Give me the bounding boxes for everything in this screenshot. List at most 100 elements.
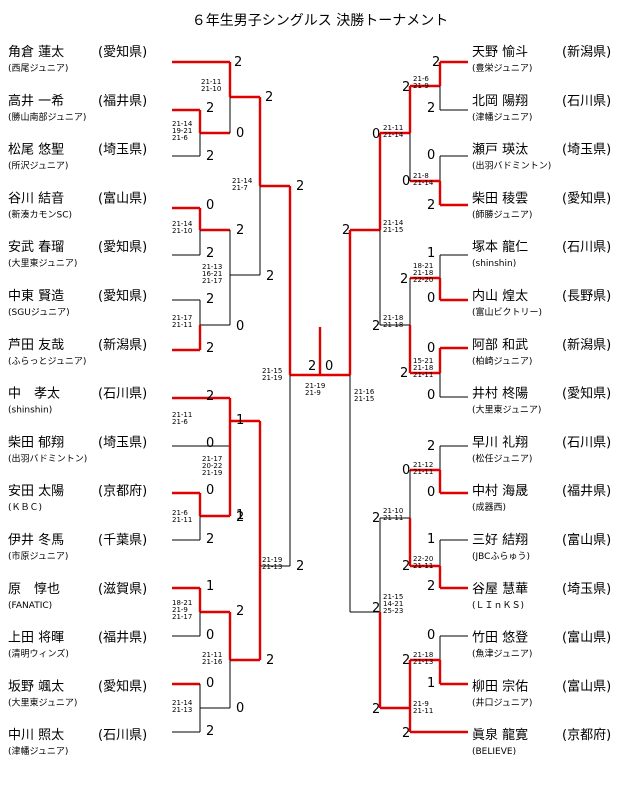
player-club: (市原ジュニア) — [8, 550, 68, 562]
win-count: 0 — [206, 628, 214, 643]
set-score: 21-17 — [172, 613, 192, 621]
player-club: (西尾ジュニア) — [8, 63, 68, 74]
set-score: 21-11 — [172, 321, 192, 329]
set-score: 21-6 — [172, 134, 188, 142]
player-name: 瀬戸 瑛汰 — [472, 143, 528, 158]
player-prefecture: (石川県) — [562, 435, 611, 450]
set-score: 21-19 — [262, 556, 282, 564]
set-score: 21-11 — [413, 562, 433, 570]
set-score: 21-19 — [202, 469, 222, 477]
player-name: 井村 柊陽 — [472, 386, 528, 402]
player-name: 高井 一希 — [8, 93, 64, 109]
win-count: 2 — [372, 702, 380, 717]
player-name: 上田 将暉 — [8, 631, 64, 646]
set-score: 21-11 — [172, 411, 192, 419]
player-club: (柏崎ジュニア) — [472, 355, 532, 367]
set-score: 21-9 — [413, 82, 429, 90]
final-set-score: 21-19 — [305, 382, 325, 390]
win-count: 2 — [427, 101, 435, 116]
player-prefecture: (愛知県) — [562, 386, 611, 402]
win-count: 0 — [402, 174, 410, 189]
set-score: 14-21 — [383, 600, 403, 608]
set-score: 21-19 — [262, 374, 282, 382]
player-prefecture: (埼玉県) — [98, 435, 147, 450]
player-prefecture: (新潟県) — [98, 337, 147, 353]
set-score: 21-14 — [232, 177, 253, 185]
set-score: 21-9 — [413, 700, 429, 708]
win-count: 2 — [402, 726, 410, 741]
player-prefecture: (滋賀県) — [98, 582, 147, 597]
set-score: 21-14 — [172, 220, 193, 228]
player-name: 中 孝太 — [8, 387, 60, 402]
win-count: 2 — [206, 389, 214, 404]
player-prefecture: (愛知県) — [98, 239, 147, 255]
win-count: 0 — [372, 127, 380, 142]
win-count: 2 — [206, 532, 214, 547]
player-prefecture: (千葉県) — [98, 533, 147, 548]
player-club: (ＬＩｎＫＳ) — [472, 601, 524, 611]
win-count: 0 — [206, 483, 214, 498]
win-count: 0 — [206, 676, 214, 691]
win-count: 1 — [206, 579, 214, 594]
player-name: 安武 春瑠 — [8, 240, 64, 255]
player-name: 早川 礼翔 — [472, 434, 528, 450]
set-score: 21-18 — [413, 269, 433, 277]
player-name: 松尾 悠聖 — [8, 143, 64, 158]
set-score: 21-15 — [354, 395, 374, 403]
player-club: (師勝ジュニア) — [472, 208, 532, 220]
set-score: 21-8 — [413, 172, 429, 180]
player-prefecture: (福井県) — [98, 631, 147, 646]
final-win-count: 0 — [325, 359, 333, 374]
player-club: (清明ウィンズ) — [8, 648, 69, 660]
player-club: (ふらっとジュニア) — [8, 356, 86, 367]
set-score: 21-18 — [413, 364, 433, 372]
set-score: 21-14 — [172, 120, 193, 128]
set-score: 21-14 — [383, 131, 404, 139]
win-count: 2 — [265, 90, 273, 105]
win-count: 0 — [427, 148, 435, 163]
win-count: 2 — [234, 55, 242, 70]
player-club: (富山ビクトリー) — [472, 306, 542, 318]
player-prefecture: (埼玉県) — [562, 143, 611, 158]
set-score: 22-20 — [413, 276, 433, 284]
player-club: (SGUジュニア) — [8, 308, 70, 318]
set-score: 16-21 — [202, 270, 222, 278]
bracket-labels: 角倉 蓮太(愛知県)(西尾ジュニア)天野 愉斗(新潟県)(豊栄ジュニア)高井 一… — [8, 44, 611, 757]
set-score: 21-10 — [172, 227, 192, 235]
player-name: 原 惇也 — [8, 581, 60, 597]
set-score: 21-9 — [172, 606, 188, 614]
bracket-lines — [172, 60, 468, 734]
player-name: 内山 煌太 — [472, 288, 528, 304]
win-count: 2 — [427, 579, 435, 594]
set-score: 21-14 — [413, 179, 434, 187]
set-score: 21-14 — [383, 219, 404, 227]
win-count: 2 — [432, 55, 440, 70]
final-win-count: 2 — [308, 359, 316, 374]
set-score: 21-10 — [383, 507, 403, 515]
win-count: 2 — [372, 511, 380, 526]
player-prefecture: (新潟県) — [562, 337, 611, 353]
set-score: 25-23 — [383, 607, 403, 615]
win-count: 2 — [296, 559, 304, 574]
player-prefecture: (石川県) — [562, 94, 611, 109]
win-count: 0 — [206, 198, 214, 213]
win-count: 2 — [296, 179, 304, 194]
player-prefecture: (京都府) — [562, 728, 611, 743]
player-club: (大里東ジュニア) — [8, 257, 77, 269]
player-name: 谷川 結音 — [8, 190, 64, 206]
player-name: 柳田 宗佑 — [472, 678, 528, 694]
player-name: 中川 照太 — [8, 728, 64, 743]
player-name: 北岡 陽翔 — [472, 94, 528, 109]
set-score: 21-6 — [172, 509, 188, 517]
set-score: 21-6 — [172, 418, 188, 426]
set-score: 21-7 — [232, 184, 248, 192]
player-club: (豊栄ジュニア) — [472, 62, 532, 74]
player-club: (ＫＢＣ) — [8, 503, 42, 513]
set-score: 21-16 — [202, 658, 223, 666]
player-club: (大里東ジュニア) — [8, 696, 77, 708]
player-name: 中村 海晟 — [472, 484, 528, 499]
player-name: 眞泉 龍寛 — [472, 727, 528, 743]
page-title: ６年生男子シングルス 決勝トーナメント — [192, 13, 448, 29]
win-count: 2 — [372, 601, 380, 616]
